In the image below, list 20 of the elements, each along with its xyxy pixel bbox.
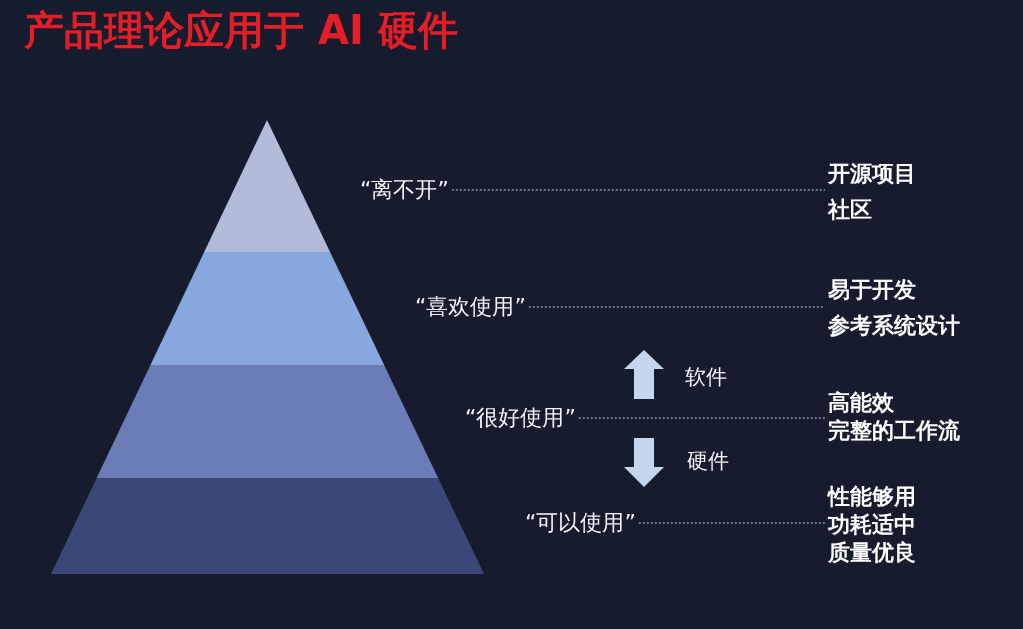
dotted-connector [451,189,826,191]
level-label: “喜欢使用” [415,294,526,320]
feature-text: 社区 [828,196,873,224]
feature-text: 参考系统设计 [828,312,960,340]
dotted-connector [578,417,826,419]
feature-text: 高能效 [828,389,895,417]
dotted-connector [638,522,826,524]
feature-text: 功耗适中 [828,511,916,539]
feature-text: 易于开发 [828,276,917,304]
feature-text: 质量优良 [828,539,916,567]
title: 产品理论应用于 AI 硬件 [24,6,458,54]
feature-text: 性能够用 [828,483,916,511]
direction-label: 硬件 [687,448,729,474]
dotted-connector [528,306,826,308]
feature-text: 完整的工作流 [828,417,960,445]
level-label: “可以使用” [525,510,636,536]
direction-label: 软件 [685,364,727,390]
feature-text: 开源项目 [828,160,916,188]
level-label: “离不开” [360,177,449,203]
level-label: “很好使用” [465,405,576,431]
